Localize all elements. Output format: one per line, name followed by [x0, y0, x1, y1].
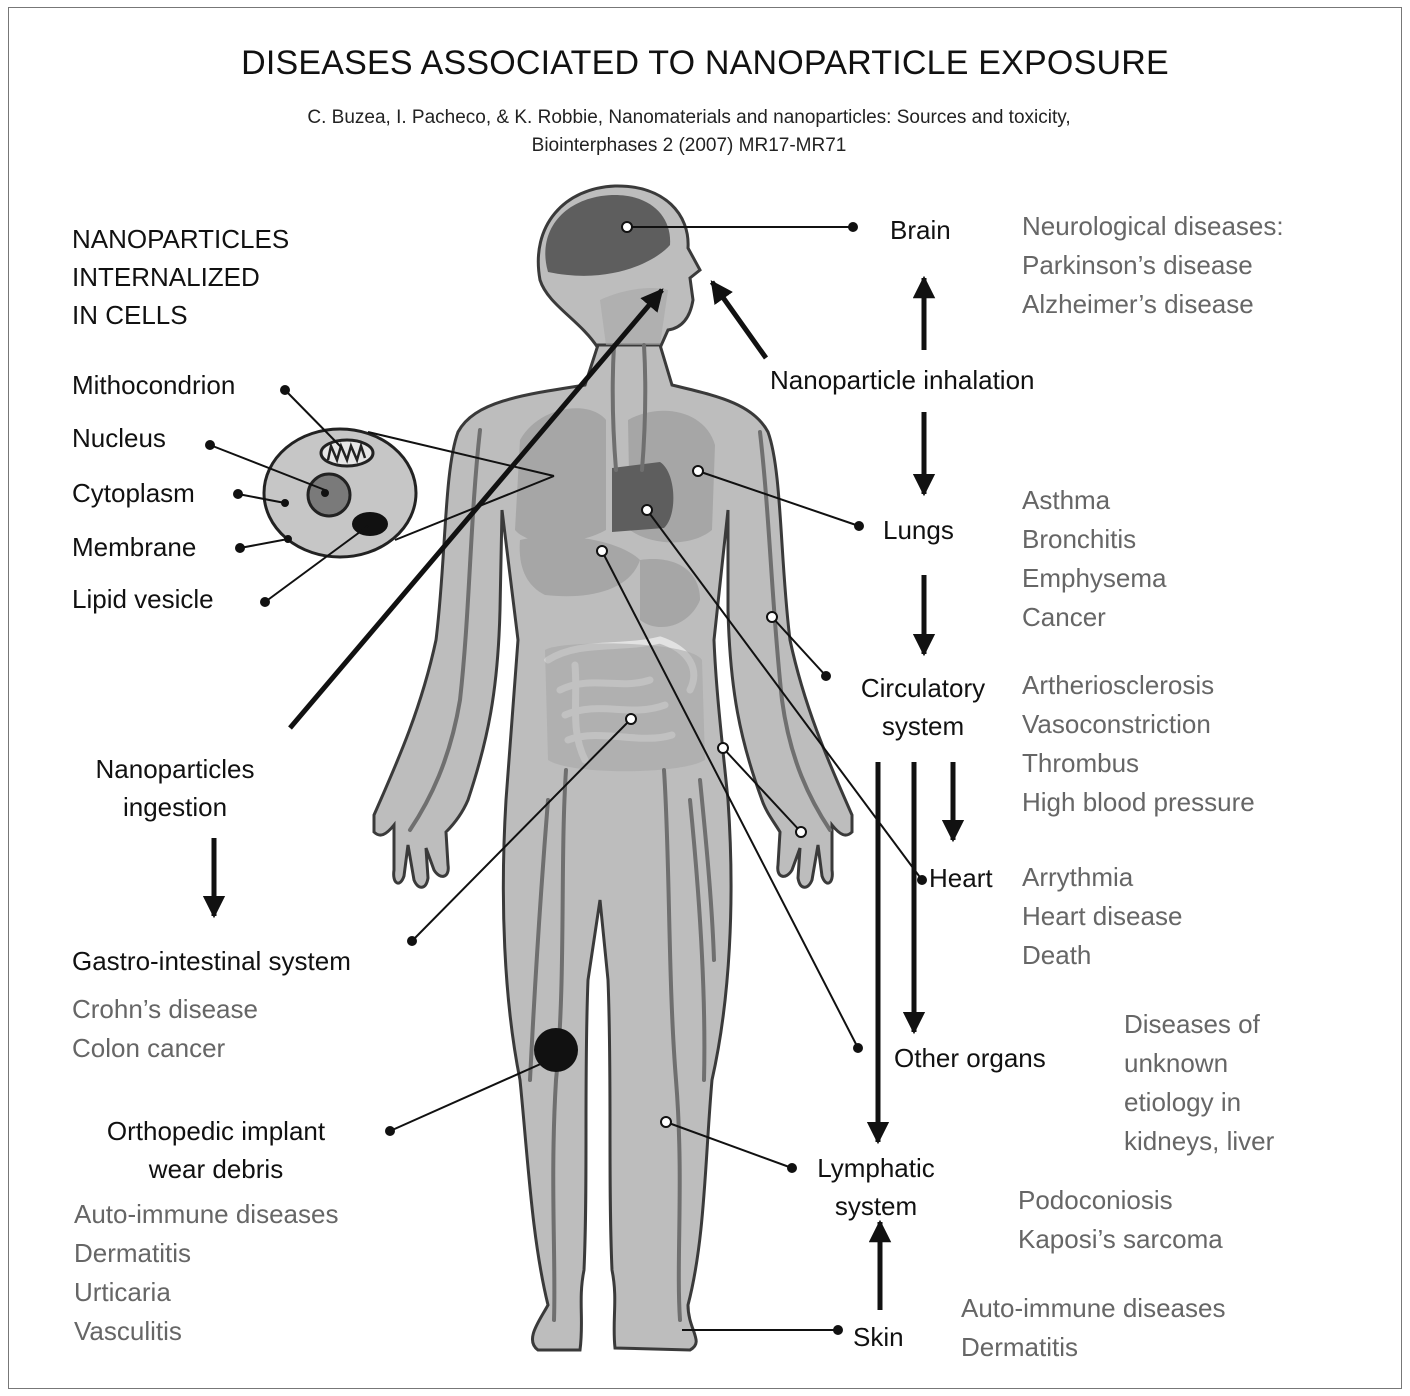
disease-item: High blood pressure: [1022, 783, 1255, 822]
disease-item: Auto-immune diseases: [961, 1289, 1225, 1328]
lipid-vesicle: [352, 512, 388, 536]
disease-item: Bronchitis: [1022, 520, 1167, 559]
nucleus: [308, 474, 350, 516]
label-lipid-vesicle: Lipid vesicle: [72, 580, 214, 618]
disease-item: Alzheimer’s disease: [1022, 285, 1284, 324]
disease-item: Vasoconstriction: [1022, 705, 1255, 744]
implant-line-1: Orthopedic implant: [80, 1112, 352, 1150]
label-heart: Heart: [929, 859, 993, 897]
diseases-brain: Neurological diseases: Parkinson’s disea…: [1022, 207, 1284, 324]
label-nucleus: Nucleus: [72, 419, 166, 457]
ingestion-line-1: Nanoparticles: [80, 750, 270, 788]
diseases-gi: Crohn’s disease Colon cancer: [72, 990, 258, 1068]
diseases-lungs: Asthma Bronchitis Emphysema Cancer: [1022, 481, 1167, 637]
diseases-implant: Auto-immune diseases Dermatitis Urticari…: [74, 1195, 338, 1351]
disease-item: Dermatitis: [961, 1328, 1225, 1367]
label-circulatory: Circulatory system: [848, 669, 998, 745]
disease-item: Neurological diseases:: [1022, 207, 1284, 246]
disease-item: Kaposi’s sarcoma: [1018, 1220, 1223, 1259]
disease-item: Dermatitis: [74, 1234, 338, 1273]
cells-heading-line-3: IN CELLS: [72, 296, 289, 334]
cells-heading: NANOPARTICLES INTERNALIZED IN CELLS: [72, 220, 289, 334]
lymphatic-line-2: system: [800, 1187, 952, 1225]
disease-item: Death: [1022, 936, 1182, 975]
circulatory-line-1: Circulatory: [848, 669, 998, 707]
lymphatic-line-1: Lymphatic: [800, 1149, 952, 1187]
disease-item: etiology in: [1124, 1083, 1274, 1122]
disease-item: Auto-immune diseases: [74, 1195, 338, 1234]
ingestion-line-2: ingestion: [80, 788, 270, 826]
diseases-heart: Arrythmia Heart disease Death: [1022, 858, 1182, 975]
label-ingestion: Nanoparticles ingestion: [80, 750, 270, 826]
disease-item: Podoconiosis: [1018, 1181, 1223, 1220]
diseases-circulatory: Artheriosclerosis Vasoconstriction Throm…: [1022, 666, 1255, 822]
label-skin: Skin: [853, 1318, 904, 1356]
label-cytoplasm: Cytoplasm: [72, 474, 195, 512]
disease-item: unknown: [1124, 1044, 1274, 1083]
disease-item: Heart disease: [1022, 897, 1182, 936]
disease-item: Artheriosclerosis: [1022, 666, 1255, 705]
label-lymphatic: Lymphatic system: [800, 1149, 952, 1225]
implant-line-2: wear debris: [80, 1150, 352, 1188]
diseases-skin: Auto-immune diseases Dermatitis: [961, 1289, 1225, 1367]
label-brain: Brain: [890, 211, 951, 249]
diseases-lymphatic: Podoconiosis Kaposi’s sarcoma: [1018, 1181, 1223, 1259]
disease-item: Diseases of: [1124, 1005, 1274, 1044]
cells-heading-line-1: NANOPARTICLES: [72, 220, 289, 258]
disease-item: Urticaria: [74, 1273, 338, 1312]
disease-item: kidneys, liver: [1124, 1122, 1274, 1161]
disease-item: Cancer: [1022, 598, 1167, 637]
disease-item: Arrythmia: [1022, 858, 1182, 897]
cells-heading-line-2: INTERNALIZED: [72, 258, 289, 296]
label-inhalation: Nanoparticle inhalation: [770, 361, 1035, 399]
label-lungs: Lungs: [883, 511, 954, 549]
disease-item: Thrombus: [1022, 744, 1255, 783]
label-gastro-intestinal: Gastro-intestinal system: [72, 942, 351, 980]
label-membrane: Membrane: [72, 528, 196, 566]
disease-item: Vasculitis: [74, 1312, 338, 1351]
disease-item: Parkinson’s disease: [1022, 246, 1284, 285]
disease-item: Colon cancer: [72, 1029, 258, 1068]
circulatory-line-2: system: [848, 707, 998, 745]
label-mitochondrion: Mithocondrion: [72, 366, 235, 404]
orthopedic-implant: [534, 1028, 578, 1072]
disease-item: Crohn’s disease: [72, 990, 258, 1029]
diseases-other-organs: Diseases of unknown etiology in kidneys,…: [1124, 1005, 1274, 1161]
label-implant: Orthopedic implant wear debris: [80, 1112, 352, 1188]
heart: [612, 462, 673, 532]
label-other-organs: Other organs: [894, 1039, 1046, 1077]
lung-right: [515, 408, 606, 542]
disease-item: Asthma: [1022, 481, 1167, 520]
disease-item: Emphysema: [1022, 559, 1167, 598]
